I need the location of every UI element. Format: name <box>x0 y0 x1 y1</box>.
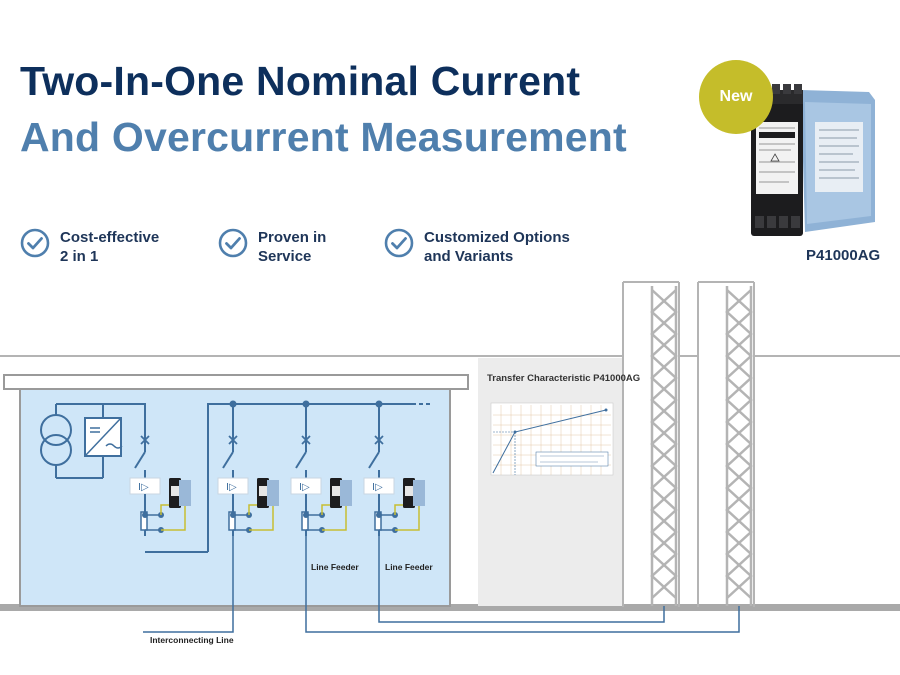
converter-symbol <box>56 403 146 479</box>
outgoing-cables <box>143 536 740 633</box>
sensor-box: I▷ <box>290 477 322 495</box>
transmission-tower-right <box>697 281 755 607</box>
chart-panel <box>478 358 623 606</box>
line-feeder-label: Line Feeder <box>385 562 433 572</box>
disconnector-icon <box>228 435 238 445</box>
shunt-resistor <box>228 511 236 531</box>
svg-text:I▷: I▷ <box>372 482 383 493</box>
check-circle-icon <box>20 228 50 258</box>
headline-line-2: And Overcurrent Measurement <box>20 114 627 160</box>
feeder-group: I▷ I▷ I▷ I▷ <box>129 404 425 536</box>
feature-cost-effective: Cost-effective 2 in 1 <box>20 228 159 266</box>
feature-label: Customized Options <box>424 229 570 246</box>
shunt-resistor <box>140 511 148 531</box>
feeder-2: I▷ <box>290 404 352 536</box>
feeder-1: I▷ <box>217 404 279 536</box>
feature-label: Proven in <box>258 229 327 246</box>
product-name: P41000AG <box>806 247 881 264</box>
headline-line-1: Two-In-One Nominal Current <box>20 58 581 104</box>
ground-line <box>0 604 900 611</box>
chart-title: Transfer Characteristic P41000AG <box>487 373 641 384</box>
new-badge: New <box>699 60 773 134</box>
mini-device-icon <box>257 478 279 508</box>
shunt-resistor <box>374 511 382 531</box>
transfer-characteristic-chart <box>490 402 614 476</box>
line-feeder-label: Line Feeder <box>311 562 359 572</box>
svg-text:I▷: I▷ <box>299 482 310 493</box>
mini-device-icon <box>403 478 425 508</box>
transformer-symbol <box>40 403 85 478</box>
interconnecting-line-label: Interconnecting Line <box>150 635 234 645</box>
feature-customized-options: Customized Options and Variants <box>384 228 570 266</box>
substation-diagram: I▷ I▷ I▷ I▷ <box>0 281 900 633</box>
product-device-image <box>751 84 875 236</box>
switchgear-roof <box>3 374 469 390</box>
feature-label: Cost-effective <box>60 229 160 246</box>
switch-blade <box>368 451 380 469</box>
svg-text:I▷: I▷ <box>138 482 149 493</box>
feature-label: 2 in 1 <box>60 248 99 265</box>
sensor-box: I▷ <box>363 477 395 495</box>
check-circle-icon <box>218 228 248 258</box>
check-circle-icon <box>384 228 414 258</box>
sensor-box: I▷ <box>217 477 249 495</box>
transmission-tower-left <box>622 281 680 607</box>
disconnector-icon <box>140 435 150 445</box>
shunt-resistor <box>301 511 309 531</box>
feature-label: Service <box>258 248 312 265</box>
mini-device-icon <box>330 478 352 508</box>
disconnector-icon <box>301 435 311 445</box>
switch-blade <box>295 451 307 469</box>
switch-blade <box>134 451 146 469</box>
sensor-box: I▷ <box>129 477 161 495</box>
feature-proven-in-service: Proven in Service <box>218 228 326 266</box>
feeder-transformer: I▷ <box>129 430 191 536</box>
mini-device-icon <box>169 478 191 508</box>
feeder-3: I▷ <box>363 404 425 536</box>
svg-text:I▷: I▷ <box>226 482 237 493</box>
feature-label: and Variants <box>424 248 514 265</box>
busbar <box>207 403 412 552</box>
switch-blade <box>222 451 234 469</box>
disconnector-icon <box>374 435 384 445</box>
